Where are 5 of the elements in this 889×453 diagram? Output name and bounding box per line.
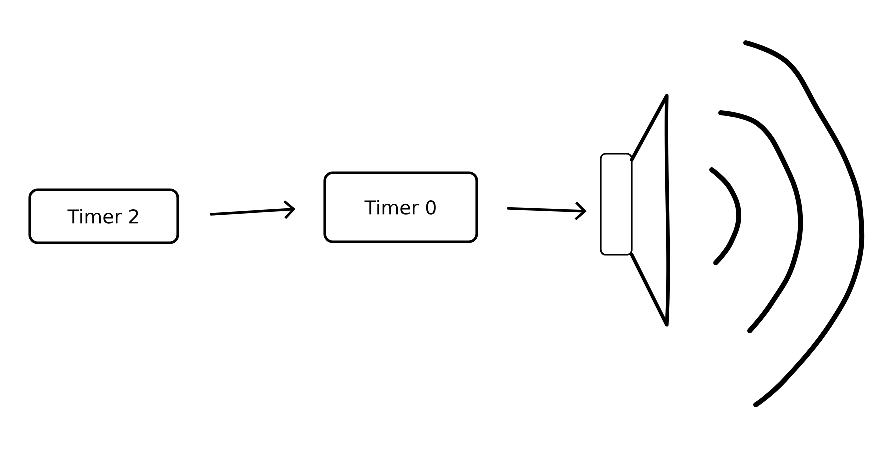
- arrow: [506, 202, 587, 221]
- speaker-icon: [600, 94, 670, 327]
- arrow: [210, 200, 296, 220]
- process-box: Timer 2: [28, 188, 180, 244]
- process-box: Timer 0: [324, 172, 478, 244]
